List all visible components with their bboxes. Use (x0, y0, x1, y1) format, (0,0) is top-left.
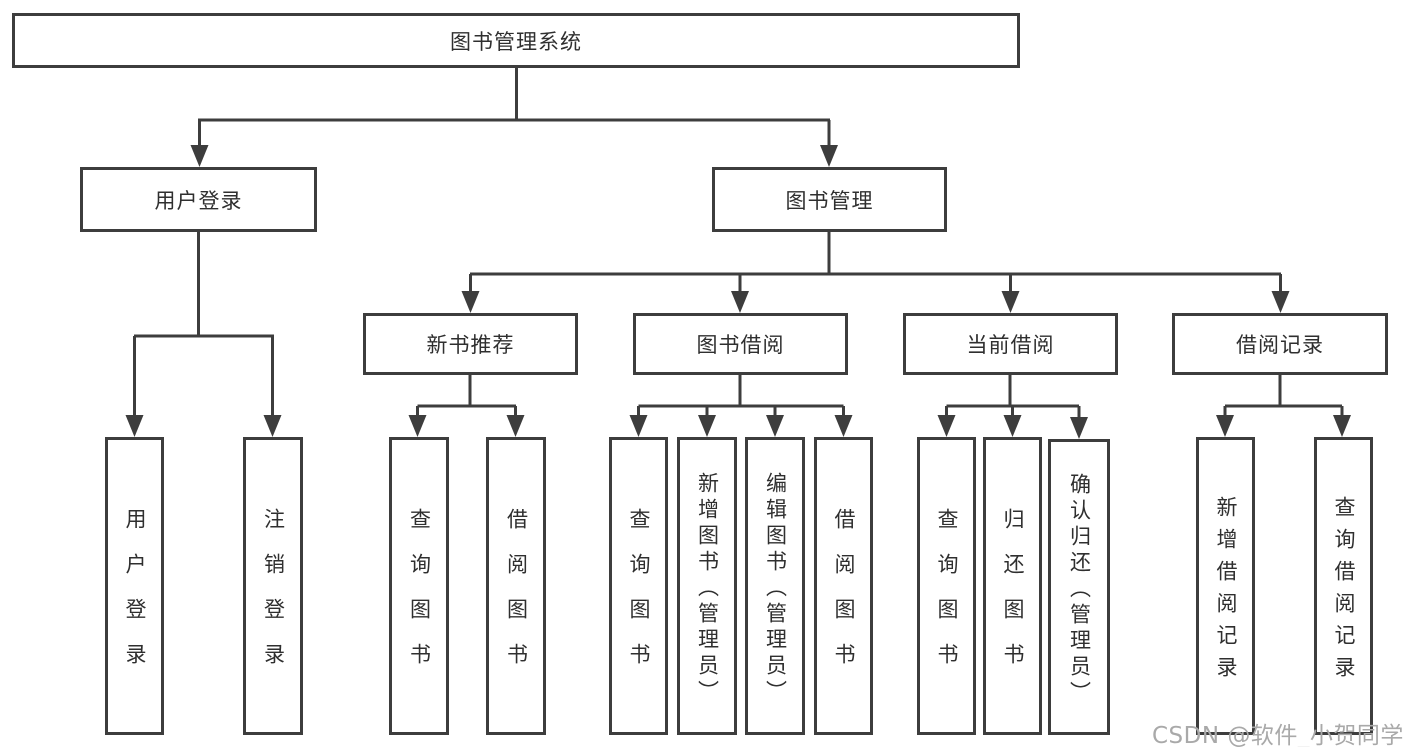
node-borrow-books-label: 借阅图书 (832, 508, 856, 688)
node-borrow-books: 借阅图书 (814, 437, 873, 735)
node-query-borrow-record: 查询借阅记录 (1314, 437, 1373, 735)
node-current-borrowing: 当前借阅 (903, 313, 1118, 375)
node-logout: 注销登录 (243, 437, 303, 735)
node-library-system: 图书管理系统 (12, 13, 1020, 68)
node-return-books-label: 归还图书 (1001, 508, 1025, 688)
node-query-books-recommend: 查询图书 (389, 437, 449, 735)
node-query-books-borrowing-label: 查询图书 (627, 508, 651, 688)
node-user-login: 用户登录 (105, 437, 164, 735)
node-book-management: 图书管理 (712, 167, 947, 232)
node-borrowing-records: 借阅记录 (1172, 313, 1388, 375)
node-logout-label: 注销登录 (261, 508, 286, 688)
node-edit-books-admin: 编辑图书（管理员） (745, 437, 805, 735)
watermark: CSDN @软件_小贺同学 (1152, 723, 1404, 747)
node-confirm-return-admin-label: 确认归还（管理员） (1067, 472, 1092, 707)
node-edit-books-admin-label: 编辑图书（管理员） (763, 471, 788, 706)
node-borrowing-records-label: 借阅记录 (1236, 333, 1324, 357)
node-return-books: 归还图书 (983, 437, 1042, 735)
node-book-management-label: 图书管理 (785, 188, 874, 213)
node-add-borrow-record-label: 新增借阅记录 (1214, 495, 1238, 688)
node-book-borrowing: 图书借阅 (633, 313, 848, 375)
arrowheads (125, 145, 1351, 439)
node-add-books-admin-label: 新增图书（管理员） (695, 471, 720, 706)
node-add-borrow-record: 新增借阅记录 (1196, 437, 1255, 735)
node-borrow-books-recommend: 借阅图书 (486, 437, 546, 735)
node-confirm-return-admin: 确认归还（管理员） (1048, 439, 1110, 735)
node-new-book-recommendation: 新书推荐 (363, 313, 578, 375)
node-query-books-current: 查询图书 (917, 437, 976, 735)
node-user-login-branch: 用户登录 (80, 167, 317, 232)
node-user-login-label: 用户登录 (123, 508, 147, 688)
node-query-books-borrowing: 查询图书 (609, 437, 668, 735)
node-borrow-books-recommend-label: 借阅图书 (504, 508, 529, 688)
node-query-books-current-label: 查询图书 (935, 508, 959, 688)
node-new-book-recommendation-label: 新书推荐 (426, 333, 515, 357)
node-query-borrow-record-label: 查询借阅记录 (1332, 495, 1356, 688)
node-book-borrowing-label: 图书借阅 (696, 333, 785, 357)
node-add-books-admin: 新增图书（管理员） (677, 437, 737, 735)
node-user-login-branch-label: 用户登录 (154, 188, 243, 213)
node-current-borrowing-label: 当前借阅 (966, 333, 1055, 357)
node-library-system-label: 图书管理系统 (450, 29, 582, 54)
node-query-books-recommend-label: 查询图书 (407, 508, 432, 688)
